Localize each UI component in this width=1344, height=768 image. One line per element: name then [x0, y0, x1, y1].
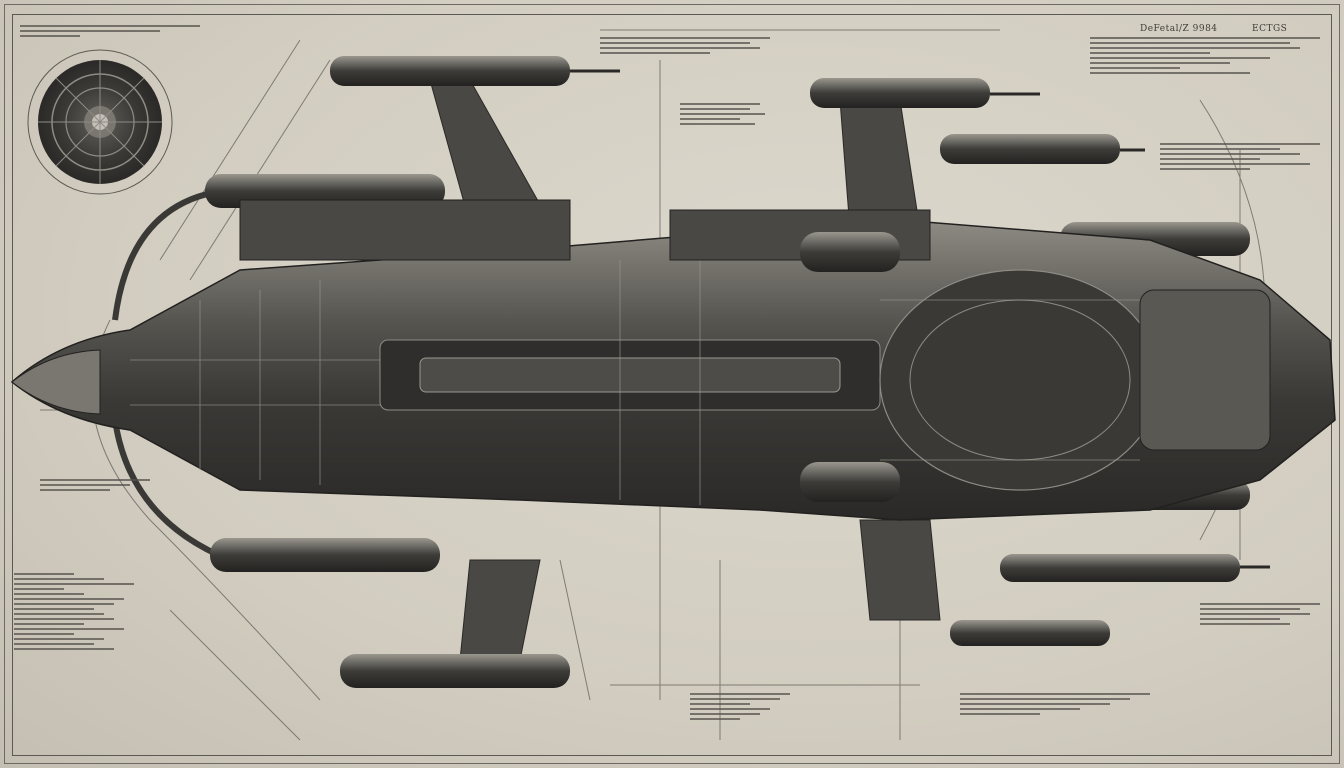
- header-title-right: ECTGS: [1252, 24, 1288, 34]
- outer-frame: [4, 4, 1340, 764]
- annotation-block-top-right: [1090, 34, 1330, 77]
- annotation-block-bottom-center: [690, 690, 800, 723]
- annotation-block-mid-left: [40, 476, 160, 494]
- engine-disc-diagram: [27, 49, 173, 195]
- annotation-block-right-lower: [1200, 600, 1330, 628]
- annotation-block-top-left: [20, 22, 210, 40]
- annotation-block-center: [680, 100, 770, 128]
- annotation-block-right-mid: [1160, 140, 1330, 173]
- header-title-left: DeFetal/Z 9984: [1140, 24, 1218, 34]
- annotation-block-bottom-right: [960, 690, 1160, 718]
- annotation-block-bottom-left: [14, 570, 174, 653]
- main-hull: [10, 199, 1336, 521]
- annotation-block-top-center: [600, 34, 780, 57]
